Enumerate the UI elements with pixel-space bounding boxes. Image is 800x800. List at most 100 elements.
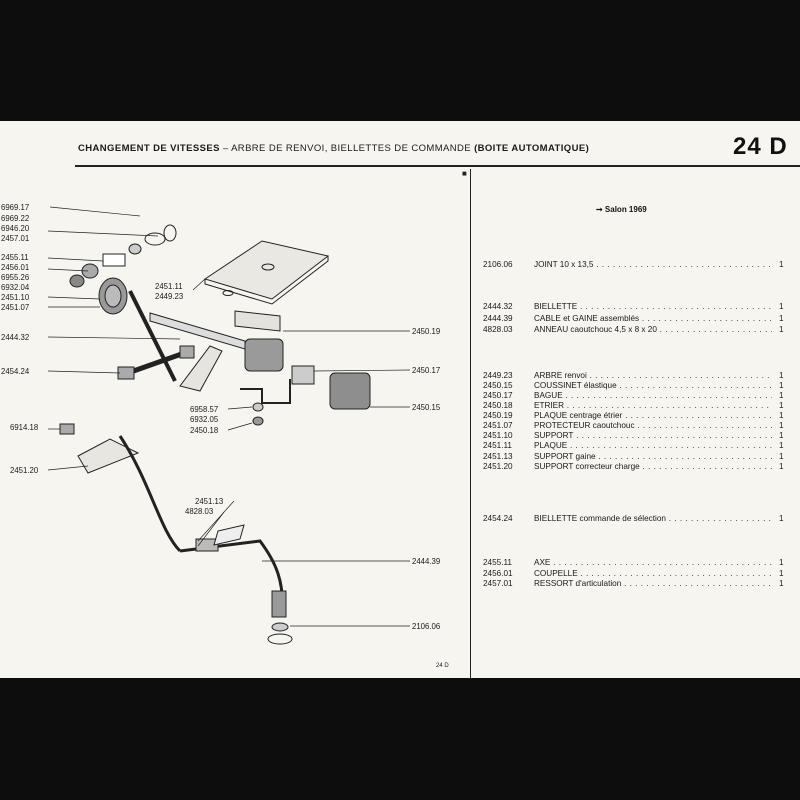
part-qty: 1 (779, 325, 784, 334)
part-qty: 1 (779, 411, 784, 420)
part-ref: 2451.07 (483, 421, 513, 430)
callout-2455-11: 2455.11 (1, 253, 29, 262)
lever-arm (179, 345, 223, 392)
callout-4828-03: 4828.03 (185, 507, 214, 516)
plate-hole-2 (222, 290, 234, 296)
ring-part (291, 365, 315, 385)
part-qty: 1 (779, 514, 784, 523)
part-qty: 1 (779, 371, 784, 380)
rubber-ring (195, 538, 219, 552)
part-qty: 1 (779, 260, 784, 269)
gasket-part (271, 622, 289, 632)
part-name: COUPELLE (534, 569, 772, 578)
callout-2457-01: 2457.01 (1, 234, 30, 243)
part-name: BIELLETTE (534, 302, 772, 311)
part-name: COUSSINET élastique (534, 381, 772, 390)
part-qty: 1 (779, 381, 784, 390)
gasket-part-2 (267, 633, 293, 645)
callout-2456-01: 2456.01 (1, 263, 30, 272)
part-ref: 2450.18 (483, 401, 513, 410)
page-number: 24 D (733, 133, 788, 160)
part-ref: 2106.06 (483, 260, 513, 269)
nut-part (69, 274, 85, 288)
rod-end-2 (179, 345, 195, 359)
callout-2449-23: 2449.23 (155, 292, 184, 301)
cable-end (271, 590, 287, 618)
callout-2451-13: 2451.13 (195, 497, 224, 506)
header-title-bold: CHANGEMENT DE VITESSES (78, 143, 220, 154)
bracket-part (234, 310, 281, 332)
salon-note: ➞ Salon 1969 (596, 205, 647, 214)
part-name: SUPPORT correcteur charge (534, 462, 772, 471)
cable-part (118, 435, 182, 553)
pin-part (102, 253, 126, 267)
small-washer (252, 402, 264, 412)
part-qty: 1 (779, 569, 784, 578)
part-ref: 2451.13 (483, 452, 513, 461)
small-nut (252, 416, 264, 426)
callout-2450-18: 2450.18 (190, 426, 219, 435)
part-name: RESSORT d'articulation (534, 579, 772, 588)
part-ref: 2450.17 (483, 391, 513, 400)
callout-6955-26: 6955.26 (1, 273, 30, 282)
part-name: SUPPORT (534, 431, 772, 440)
callout-2106-06: 2106.06 (412, 622, 441, 631)
part-qty: 1 (779, 431, 784, 440)
spring-ring (163, 224, 177, 242)
exploded-view-drawing (47, 206, 411, 645)
part-ref: 2450.15 (483, 381, 513, 390)
header-rule (75, 165, 800, 167)
callout-6969-17: 6969.17 (1, 203, 30, 212)
callout-2450-19: 2450.19 (412, 327, 441, 336)
part-qty: 1 (779, 391, 784, 400)
part-qty: 1 (779, 421, 784, 430)
part-qty: 1 (779, 302, 784, 311)
part-name: ANNEAU caoutchouc 4,5 x 8 x 20 (534, 325, 772, 334)
part-name: CABLE et GAINE assemblés (534, 314, 772, 323)
plate-hole (261, 263, 275, 271)
callout-6932-05: 6932.05 (190, 415, 219, 424)
selection-rod (124, 348, 191, 377)
page-footer: 24 D (436, 663, 449, 669)
part-name: ARBRE renvoi (534, 371, 772, 380)
catalog-page: CHANGEMENT DE VITESSES – ARBRE DE RENVOI… (0, 121, 800, 678)
part-qty: 1 (779, 314, 784, 323)
column-divider (470, 169, 472, 678)
part-ref: 2457.01 (483, 579, 513, 588)
drawing-strokes (47, 206, 411, 645)
part-ref: 2444.32 (483, 302, 513, 311)
part-qty: 1 (779, 462, 784, 471)
part-ref: 2455.11 (483, 558, 512, 567)
part-name: AXE (534, 558, 772, 567)
header-title-rest: – ARBRE DE RENVOI, BIELLETTES DE COMMAND… (219, 143, 475, 154)
callout-2451-11: 2451.11 (155, 282, 183, 291)
elastic-bearing (244, 338, 284, 372)
callout-2451-07: 2451.07 (1, 303, 30, 312)
part-ref: 4828.03 (483, 325, 513, 334)
callout-2454-24: 2454.24 (1, 367, 30, 376)
part-ref: 2450.19 (483, 411, 513, 420)
callout-6969-22: 6969.22 (1, 214, 30, 223)
parts-list: 2106.06 JOINT 10 x 13,5 1 2444.32 BIELLETTE… (0, 121, 800, 678)
part-qty: 1 (779, 441, 784, 450)
header-title-paren: (BOITE AUTOMATIQUE) (474, 143, 590, 154)
rubber-boot-inner (104, 284, 122, 308)
part-name: JOINT 10 x 13,5 (534, 260, 772, 269)
part-qty: 1 (779, 558, 784, 567)
callout-2444-39: 2444.39 (412, 557, 441, 566)
stirrup-part (240, 379, 291, 404)
callout-2451-20: 2451.20 (10, 466, 39, 475)
part-name: SUPPORT gaine (534, 452, 772, 461)
part-ref: 2456.01 (483, 569, 513, 578)
support-bracket (77, 438, 140, 474)
part-ref: 2444.39 (483, 314, 513, 323)
part-name: PROTECTEUR caoutchouc (534, 421, 772, 430)
callout-6946-20: 6946.20 (1, 224, 30, 233)
corner-mark: ■ (462, 169, 467, 178)
callout-2444-32: 2444.32 (1, 333, 30, 342)
callout-2450-17: 2450.17 (412, 366, 441, 375)
part-qty: 1 (779, 579, 784, 588)
part-name: PLAQUE (534, 441, 772, 450)
part-name: PLAQUE centrage étrier (534, 411, 772, 420)
callout-2450-15: 2450.15 (412, 403, 441, 412)
